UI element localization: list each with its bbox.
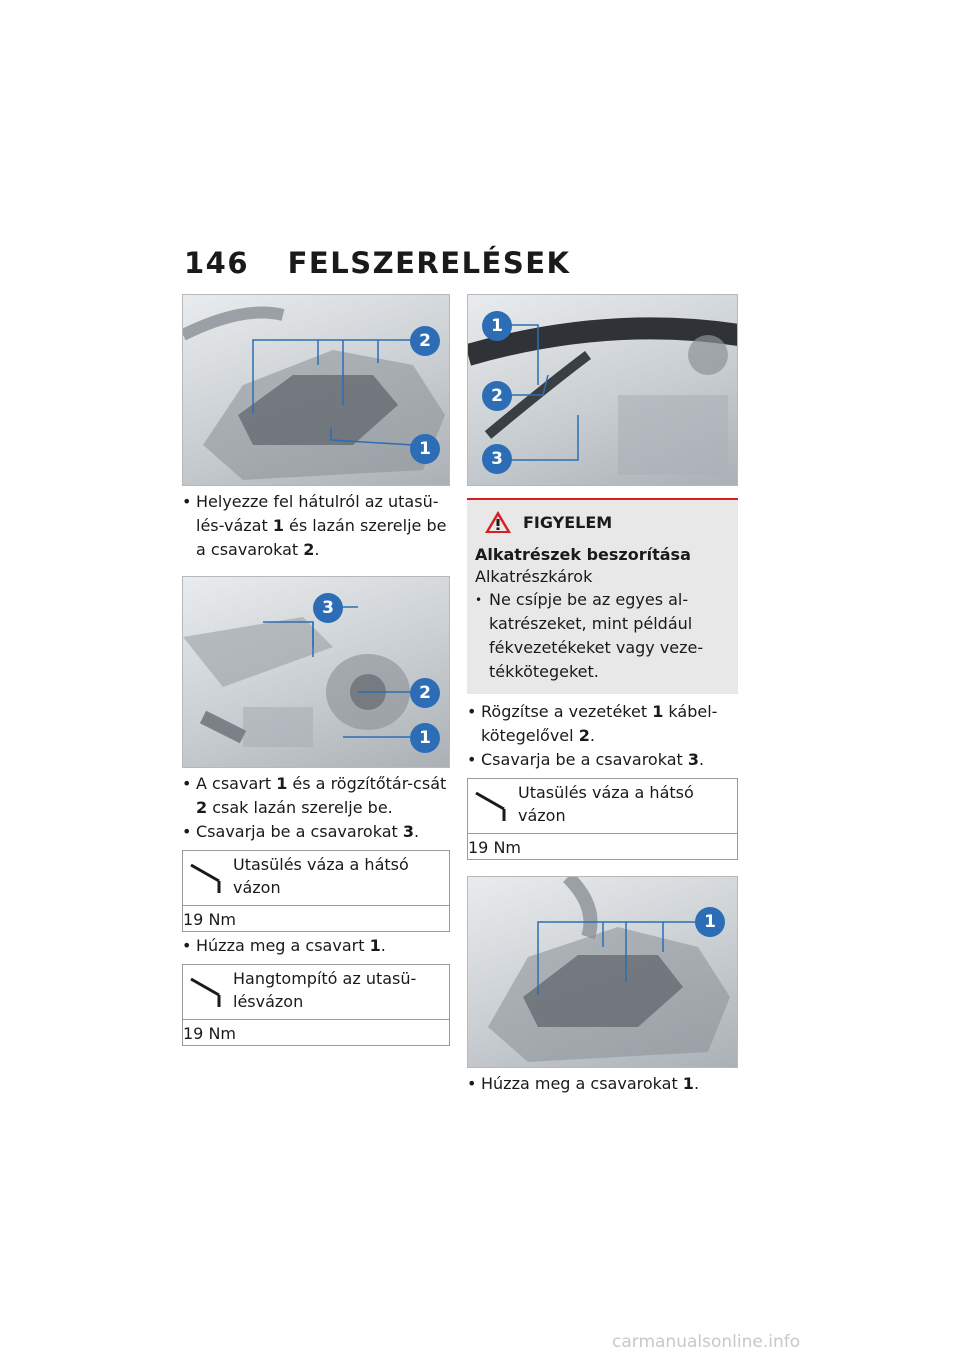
page-title: FELSZERELÉSEK <box>287 246 571 280</box>
muffler-bracket-illustration <box>183 606 413 747</box>
step-tighten-bolts: Húzza meg a csavarokat 1. <box>467 1072 738 1096</box>
torque-box-muffler: Hangtompító az utasü-lésvázon 19 Nm <box>182 964 450 1046</box>
step-screw-in: Csavarja be a csavarokat 3. <box>182 820 450 844</box>
callout-1: 1 <box>410 434 440 464</box>
figure-cable-routing: 1 2 3 <box>467 294 738 486</box>
torque-description: Utasülés váza a hátsó vázon <box>233 855 409 897</box>
callout-2: 2 <box>410 326 440 356</box>
torque-wrench-icon <box>475 791 506 821</box>
warning-title: FIGYELEM <box>523 513 613 532</box>
warning-text: Alkatrészkárok <box>475 567 593 586</box>
callout-3: 3 <box>313 593 343 623</box>
page-header: 146 FELSZERELÉSEK <box>184 246 571 280</box>
step-tighten-bolt: Húzza meg a csavart 1. <box>182 934 450 958</box>
seat-frame-illustration <box>183 306 445 480</box>
warning-bullet: Ne csípje be az egyes al-katrészeket, mi… <box>475 588 730 684</box>
callout-3: 3 <box>482 444 512 474</box>
callout-2: 2 <box>482 381 512 411</box>
step-place-frame: Helyezze fel hátulról az utasü-lés-vázat… <box>182 490 450 562</box>
torque-wrench-icon <box>190 863 221 893</box>
figure-seat-frame: 2 1 <box>182 294 450 486</box>
callout-1: 1 <box>695 907 725 937</box>
callout-1: 1 <box>482 311 512 341</box>
seat-frame-tighten-illustration <box>488 877 730 1062</box>
right-column: 1 2 3 FIGYELEM Alkatrészek beszorítása A… <box>467 294 738 1096</box>
callout-2: 2 <box>410 678 440 708</box>
torque-value: 19 Nm <box>183 1024 236 1043</box>
torque-value: 19 Nm <box>183 910 236 929</box>
warning-triangle-icon <box>485 511 511 533</box>
step-screw-in: Csavarja be a csavarokat 3. <box>467 748 738 772</box>
torque-wrench-icon <box>190 977 221 1007</box>
torque-description: Utasülés váza a hátsó vázon <box>518 783 694 825</box>
figure-muffler-bracket: 3 2 1 <box>182 576 450 768</box>
cable-routing-illustration <box>468 317 737 475</box>
torque-box-seat-frame: Utasülés váza a hátsó vázon 19 Nm <box>182 850 450 932</box>
torque-value: 19 Nm <box>468 838 521 857</box>
step-mount-bolt: A csavart 1 és a rögzítőtár-csát 2 csak … <box>182 772 450 820</box>
step-secure-cable: Rögzítse a vezetéket 1 kábel-kötegelővel… <box>467 700 738 748</box>
warning-subtitle: Alkatrészek beszorítása <box>475 545 691 564</box>
callout-1: 1 <box>410 723 440 753</box>
warning-box: FIGYELEM Alkatrészek beszorítása Alkatré… <box>467 498 738 694</box>
page-number: 146 <box>184 246 250 280</box>
torque-description: Hangtompító az utasü-lésvázon <box>233 969 417 1011</box>
torque-box-seat-frame: Utasülés váza a hátsó vázon 19 Nm <box>467 778 738 860</box>
figure-seat-frame-tighten: 1 <box>467 876 738 1068</box>
watermark: carmanualsonline.info <box>612 1332 801 1352</box>
left-column: 2 1 Helyezze fel hátulról az utasü-lés-v… <box>182 294 450 1046</box>
